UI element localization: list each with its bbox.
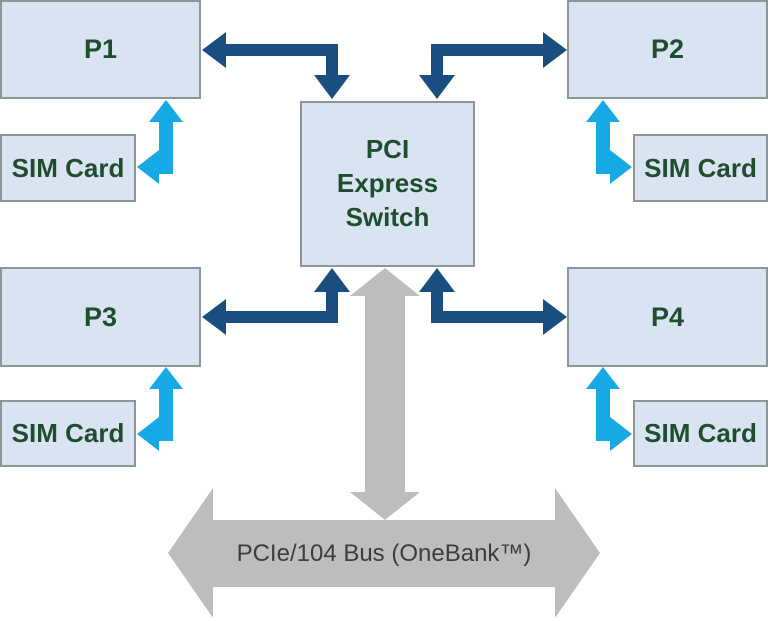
node-p1-label: P1	[83, 34, 118, 64]
sim-card-label: SIM Card	[644, 152, 757, 183]
sim-card-label: SIM Card	[11, 418, 125, 448]
node-p2: P2	[567, 0, 768, 99]
arrow-p2-switch	[419, 32, 567, 99]
pci-express-switch-label: PCI Express Switch	[336, 134, 439, 232]
arrow-p4-switch	[419, 268, 567, 335]
node-p4-label: P4	[650, 301, 685, 332]
bus-arrow	[168, 488, 600, 618]
sim-card-label: SIM Card	[11, 152, 125, 183]
node-sim-card-top-left: SIM Card	[0, 134, 136, 202]
arrow-p3-switch	[202, 268, 350, 335]
node-p3-label: P3	[83, 301, 118, 332]
arrow-switch-bus	[350, 268, 420, 520]
arrow-p1-switch	[202, 32, 350, 99]
node-sim-card-bottom-left: SIM Card	[0, 400, 136, 467]
sim-card-label: SIM Card	[644, 418, 757, 448]
arrow-p3-sim	[137, 367, 183, 451]
node-p3: P3	[0, 267, 201, 367]
node-p4: P4	[567, 267, 768, 367]
arrow-p4-sim	[586, 367, 632, 451]
bus-label: PCIe/104 Bus (OneBank™)	[184, 520, 584, 587]
node-sim-card-bottom-right: SIM Card	[633, 400, 768, 467]
node-pci-express-switch: PCI Express Switch	[300, 101, 475, 267]
arrow-p1-sim	[137, 100, 183, 184]
node-p2-label: P2	[650, 34, 685, 64]
node-p1: P1	[0, 0, 201, 99]
node-sim-card-top-right: SIM Card	[633, 134, 768, 202]
arrow-p2-sim	[586, 100, 632, 184]
bus-label-text: PCIe/104 Bus (OneBank™)	[236, 539, 532, 567]
